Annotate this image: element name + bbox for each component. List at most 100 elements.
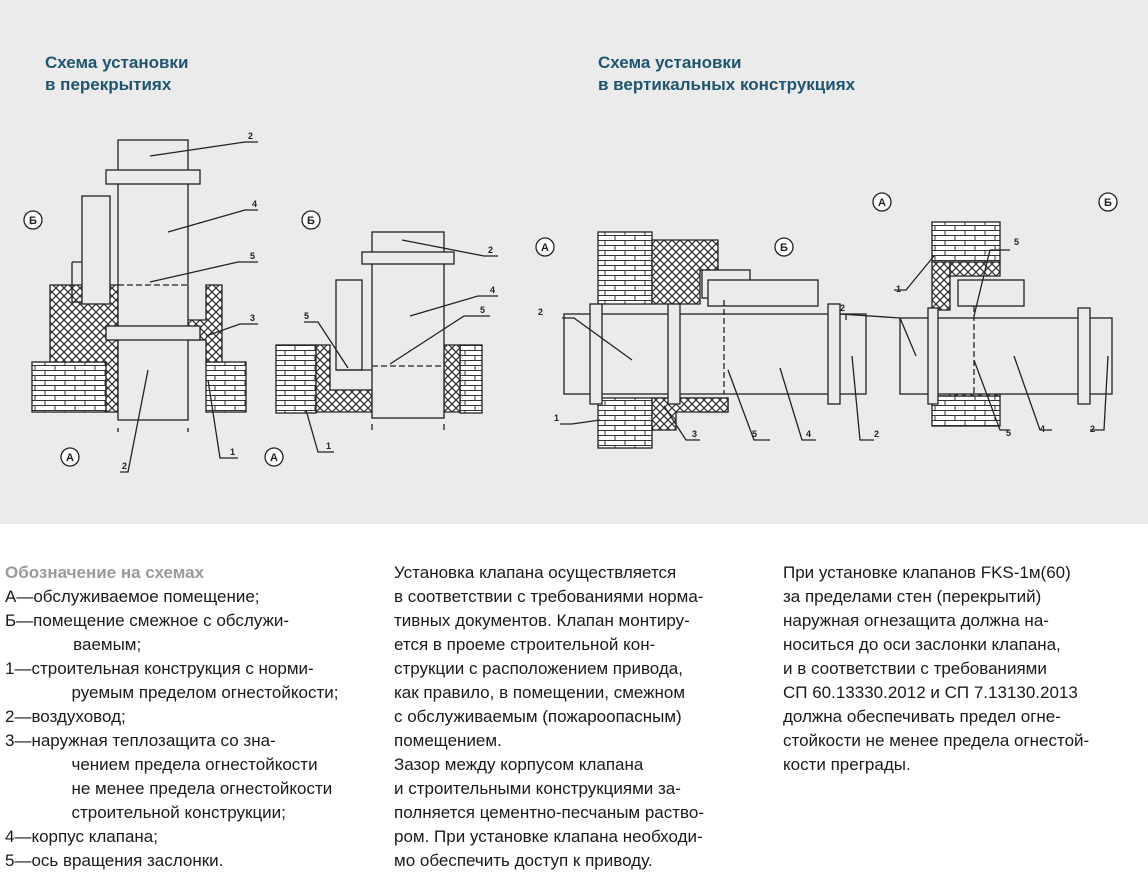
- legend-dash: —: [14, 707, 32, 726]
- floor-title-line-2: в перекрытиях: [45, 75, 172, 94]
- text-line: с обслуживаемым (пожароопасным): [394, 707, 682, 726]
- legend-key: Б: [5, 611, 17, 630]
- marker-b: Б: [29, 215, 37, 227]
- legend-line: не менее предела огнестойкости: [71, 779, 333, 798]
- text-line: При установке клапанов FKS-1м(60): [783, 563, 1071, 582]
- legend-item: А—обслуживаемое помещение;: [5, 585, 375, 609]
- text-line: и строительными конструкциями за-: [394, 779, 681, 798]
- installation-text: Установка клапана осуществляется в соотве…: [394, 561, 764, 873]
- callout-2: 2: [538, 307, 543, 317]
- legend-key: А: [5, 587, 17, 606]
- callout-2: 2: [874, 429, 879, 439]
- legend-item: 5—ось вращения заслонки.: [5, 849, 375, 873]
- legend-dash: —: [14, 827, 32, 846]
- callout-1: 1: [326, 441, 331, 451]
- legend-dash: —: [14, 851, 32, 870]
- text-line: помещением.: [394, 731, 502, 750]
- legend-line: помещение смежное с обслужи-: [33, 611, 289, 630]
- marker-circle: [264, 447, 284, 467]
- legend-line: руемым пределом огнестойкости;: [71, 683, 339, 702]
- callout-2: 2: [488, 245, 493, 255]
- text-line: тивных документов. Клапан монтиру-: [394, 611, 690, 630]
- legend: Обозначение на схемах А—обслуживаемое по…: [5, 561, 375, 873]
- text-line: мо обеспечить доступ к приводу.: [394, 851, 653, 870]
- legend-item: 4—корпус клапана;: [5, 825, 375, 849]
- diagram-panel: Схема установки в перекрытиях Схема уста…: [0, 0, 1148, 524]
- text-line: наружная огнезащита должна на-: [783, 611, 1049, 630]
- floor-scheme-title: Схема установки в перекрытиях: [45, 52, 188, 96]
- text-line: Установка клапана осуществляется: [394, 563, 677, 582]
- legend-line: строительная конструкция с норми-: [31, 659, 314, 678]
- marker-b: Б: [307, 215, 315, 227]
- wall-title-line-1: Схема установки: [598, 53, 742, 72]
- room-markers: [23, 192, 1118, 467]
- text-line: ется в проеме строительной кон-: [394, 635, 656, 654]
- legend-key: 4: [5, 827, 15, 846]
- marker-b: Б: [780, 242, 788, 254]
- legend-description: воздуховод;: [31, 705, 375, 729]
- callout-5: 5: [480, 305, 485, 315]
- marker-circle: [535, 237, 555, 257]
- callout-1: 1: [896, 284, 901, 294]
- callout-2: 2: [122, 461, 127, 471]
- floor-title-line-1: Схема установки: [45, 53, 189, 72]
- legend-line: воздуховод;: [31, 707, 126, 726]
- marker-a: А: [878, 197, 886, 209]
- callout-1: 1: [554, 413, 559, 423]
- legend-description: обслуживаемое помещение;: [33, 585, 375, 609]
- legend-line: чением предела огнестойкости: [71, 755, 318, 774]
- legend-item: 2—воздуховод;: [5, 705, 375, 729]
- marker-a: А: [66, 452, 74, 464]
- legend-dash: —: [16, 611, 34, 630]
- wall-scheme-1: [560, 231, 874, 449]
- callout-5: 5: [1006, 428, 1011, 438]
- legend-items: А—обслуживаемое помещение;Б—помещение см…: [5, 585, 375, 873]
- legend-line: строительной конструкции;: [71, 803, 286, 822]
- text-line: должна обеспечивать предел огне-: [783, 707, 1061, 726]
- installation-diagrams: Б А Б А А Б А Б 2 4 5 3 1 2 2 4 5 5 1 2 …: [23, 131, 1118, 473]
- legend-description: ось вращения заслонки.: [31, 849, 375, 873]
- marker-circle: [872, 192, 892, 212]
- text-line: в соответствии с требованиями норма-: [394, 587, 704, 606]
- text-line: СП 60.13330.2012 и СП 7.13130.2013: [783, 683, 1078, 702]
- legend-dash: —: [16, 587, 34, 606]
- legend-line: обслуживаемое помещение;: [33, 587, 260, 606]
- text-line: Зазор между корпусом клапана: [394, 755, 644, 774]
- legend-heading: Обозначение на схемах: [5, 563, 205, 582]
- text-line: кости преграды.: [783, 755, 911, 774]
- floor-scheme-1: [31, 139, 258, 473]
- marker-circle: [60, 447, 80, 467]
- text-line: ром. При установке клапана необходи-: [394, 827, 703, 846]
- legend-dash: —: [14, 659, 32, 678]
- text-line: и в соответствии с требованиями: [783, 659, 1047, 678]
- legend-description: наружная теплозащита со зна-чением преде…: [31, 729, 375, 825]
- legend-dash: —: [14, 731, 32, 750]
- legend-item: 3—наружная теплозащита со зна-чением пре…: [5, 729, 375, 825]
- marker-circle: [1098, 192, 1118, 212]
- callout-3: 3: [692, 429, 697, 439]
- legend-item: 1—строительная конструкция с норми-руемы…: [5, 657, 375, 705]
- text-line: носиться до оси заслонки клапана,: [783, 635, 1061, 654]
- marker-circle: [301, 210, 321, 230]
- legend-line: наружная теплозащита со зна-: [31, 731, 276, 750]
- marker-a: А: [541, 242, 549, 254]
- legend-line: корпус клапана;: [31, 827, 158, 846]
- callout-2: 2: [1090, 424, 1095, 434]
- text-line: струкции с расположением привода,: [394, 659, 683, 678]
- installation-paragraph: Установка клапана осуществляется в соотве…: [394, 561, 764, 873]
- legend-description: корпус клапана;: [31, 825, 375, 849]
- callout-2: 2: [840, 303, 845, 313]
- callout-3: 3: [250, 313, 255, 323]
- legend-key: 3: [5, 731, 15, 750]
- wall-scheme-title: Схема установки в вертикальных конструкц…: [598, 52, 855, 96]
- callout-5: 5: [1014, 237, 1019, 247]
- text-line: как правило, в помещении, смежном: [394, 683, 686, 702]
- callout-4: 4: [1040, 424, 1045, 434]
- callout-4: 4: [252, 199, 257, 209]
- fire-protection-paragraph: При установке клапанов FKS-1м(60)за пред…: [783, 561, 1145, 777]
- callout-2: 2: [248, 131, 253, 141]
- callout-5: 5: [752, 429, 757, 439]
- legend-description: строительная конструкция с норми-руемым …: [31, 657, 375, 705]
- wall-scheme-2: [839, 221, 1113, 431]
- callout-5: 5: [304, 311, 309, 321]
